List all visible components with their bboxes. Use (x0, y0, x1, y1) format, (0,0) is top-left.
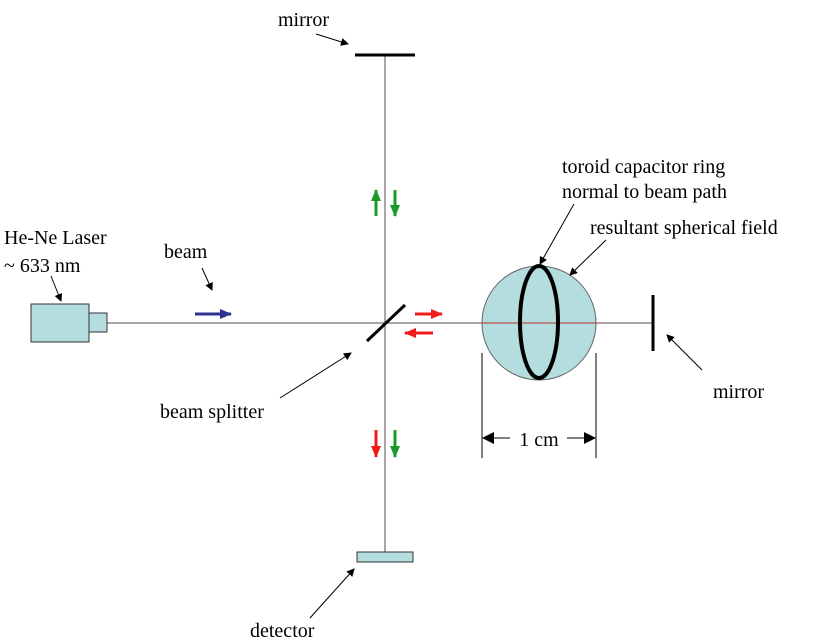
detector (356, 551, 414, 563)
laser-pointer (50, 275, 63, 302)
dimension-label: 1 cm (519, 429, 559, 451)
laser-aperture (88, 312, 108, 333)
top-mirror-label: mirror (278, 9, 329, 31)
right-mirror-pointer (666, 334, 703, 371)
detector-pointer (309, 568, 355, 619)
beam-label: beam (164, 241, 208, 263)
detector-label: detector (250, 620, 315, 642)
beam-splitter-pointer (279, 352, 352, 399)
beam-splitter-label: beam splitter (160, 401, 264, 423)
toroid-capacitor-ring (518, 264, 560, 380)
toroid-pointer (539, 203, 575, 265)
field-pointer (569, 239, 607, 276)
toroid-label-line2: normal to beam path (562, 181, 727, 203)
toroid-label-line1: toroid capacitor ring (562, 156, 725, 178)
beam-pointer (201, 267, 213, 291)
top-mirror-pointer (315, 33, 349, 46)
laser-body (30, 303, 90, 343)
laser-label-line1: He-Ne Laser (4, 227, 107, 249)
beam-splitter (365, 303, 407, 343)
field-label: resultant spherical field (590, 217, 778, 239)
laser-label-line2: ~ 633 nm (4, 255, 81, 277)
right-mirror-label: mirror (713, 381, 764, 403)
